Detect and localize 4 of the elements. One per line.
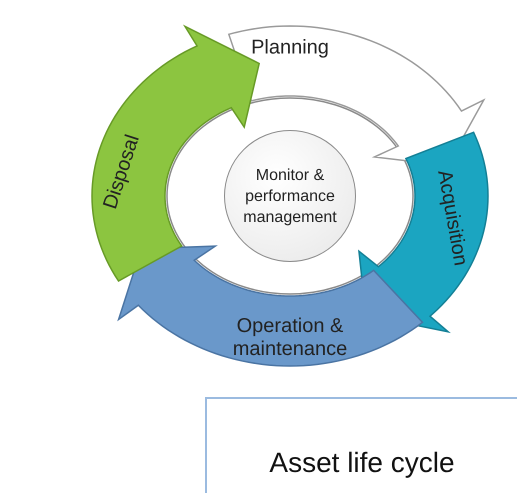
caption: Asset life cycle — [268, 447, 456, 479]
stage-label: Acquisition — [423, 118, 481, 318]
stage-label: Planning — [190, 36, 390, 60]
stage-label: Operation & maintenance — [190, 315, 390, 361]
